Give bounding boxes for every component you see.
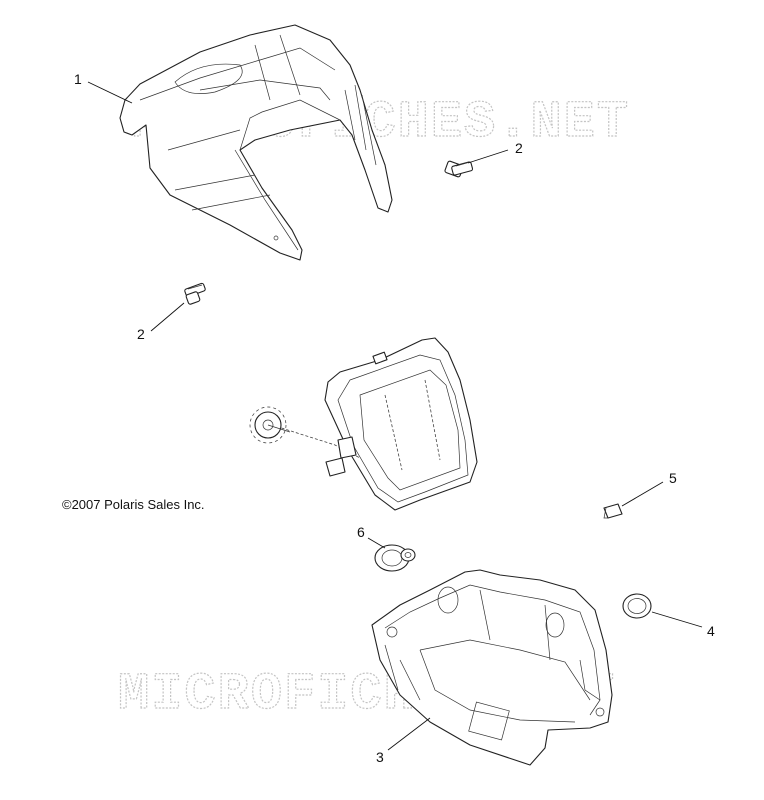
callout-3: 3 (376, 749, 384, 765)
callout-5: 5 (669, 470, 677, 486)
part-5-clip (603, 503, 623, 519)
leader-lines (87, 81, 703, 751)
headlight-assembly (271, 337, 478, 511)
copyright-notice: ©2007 Polaris Sales Inc. (62, 497, 205, 512)
part-6-grommet (374, 544, 416, 572)
callout-1: 1 (74, 71, 82, 87)
callout-4: 4 (707, 623, 715, 639)
callout-2-right: 2 (515, 140, 523, 156)
part-2-screw-right (444, 160, 474, 178)
part-1-hood-cover (119, 24, 393, 261)
part-4-seal-ring (622, 593, 652, 619)
part-3-pod-housing (371, 569, 613, 766)
callout-2-left: 2 (137, 326, 145, 342)
part-2-screw-left (184, 282, 206, 305)
callout-6: 6 (357, 524, 365, 540)
adjuster-gear (249, 406, 291, 444)
